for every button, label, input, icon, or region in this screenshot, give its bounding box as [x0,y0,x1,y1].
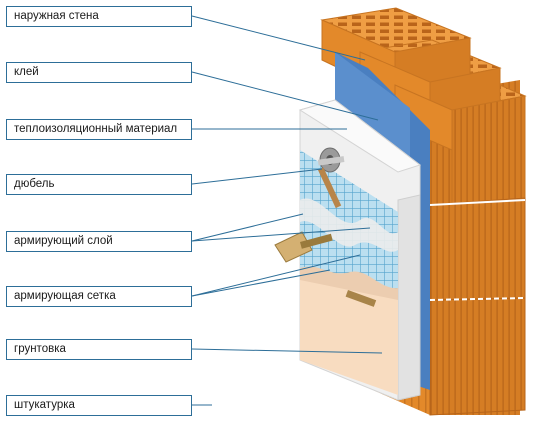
label-outer-wall: наружная стена [6,6,192,27]
plaster-layer [300,266,398,395]
leader-reinforcing-layer-a [191,213,304,242]
leader-primer [191,348,383,354]
label-primer: грунтовка [6,339,192,360]
leader-outer-wall [191,15,366,61]
hammer-tool [318,167,342,209]
label-plaster: штукатурка [6,395,192,416]
leader-dowel [191,168,323,185]
leader-reinforcing-mesh-b [191,254,361,297]
label-dowel: дюбель [6,174,192,195]
label-glue: клей [6,62,192,83]
dowel [317,147,345,173]
trowel-tool [274,231,333,263]
leader-reinforcing-layer-b [191,227,371,242]
leader-lines [191,15,383,406]
label-insulation: теплоизоляционный материал [6,119,192,140]
float-tool [345,290,377,307]
label-reinforcing-mesh: армирующая сетка [6,286,192,307]
leader-reinforcing-mesh-a [191,269,331,297]
label-reinforcing-layer: армирующий слой [6,231,192,252]
leader-glue [191,71,379,121]
